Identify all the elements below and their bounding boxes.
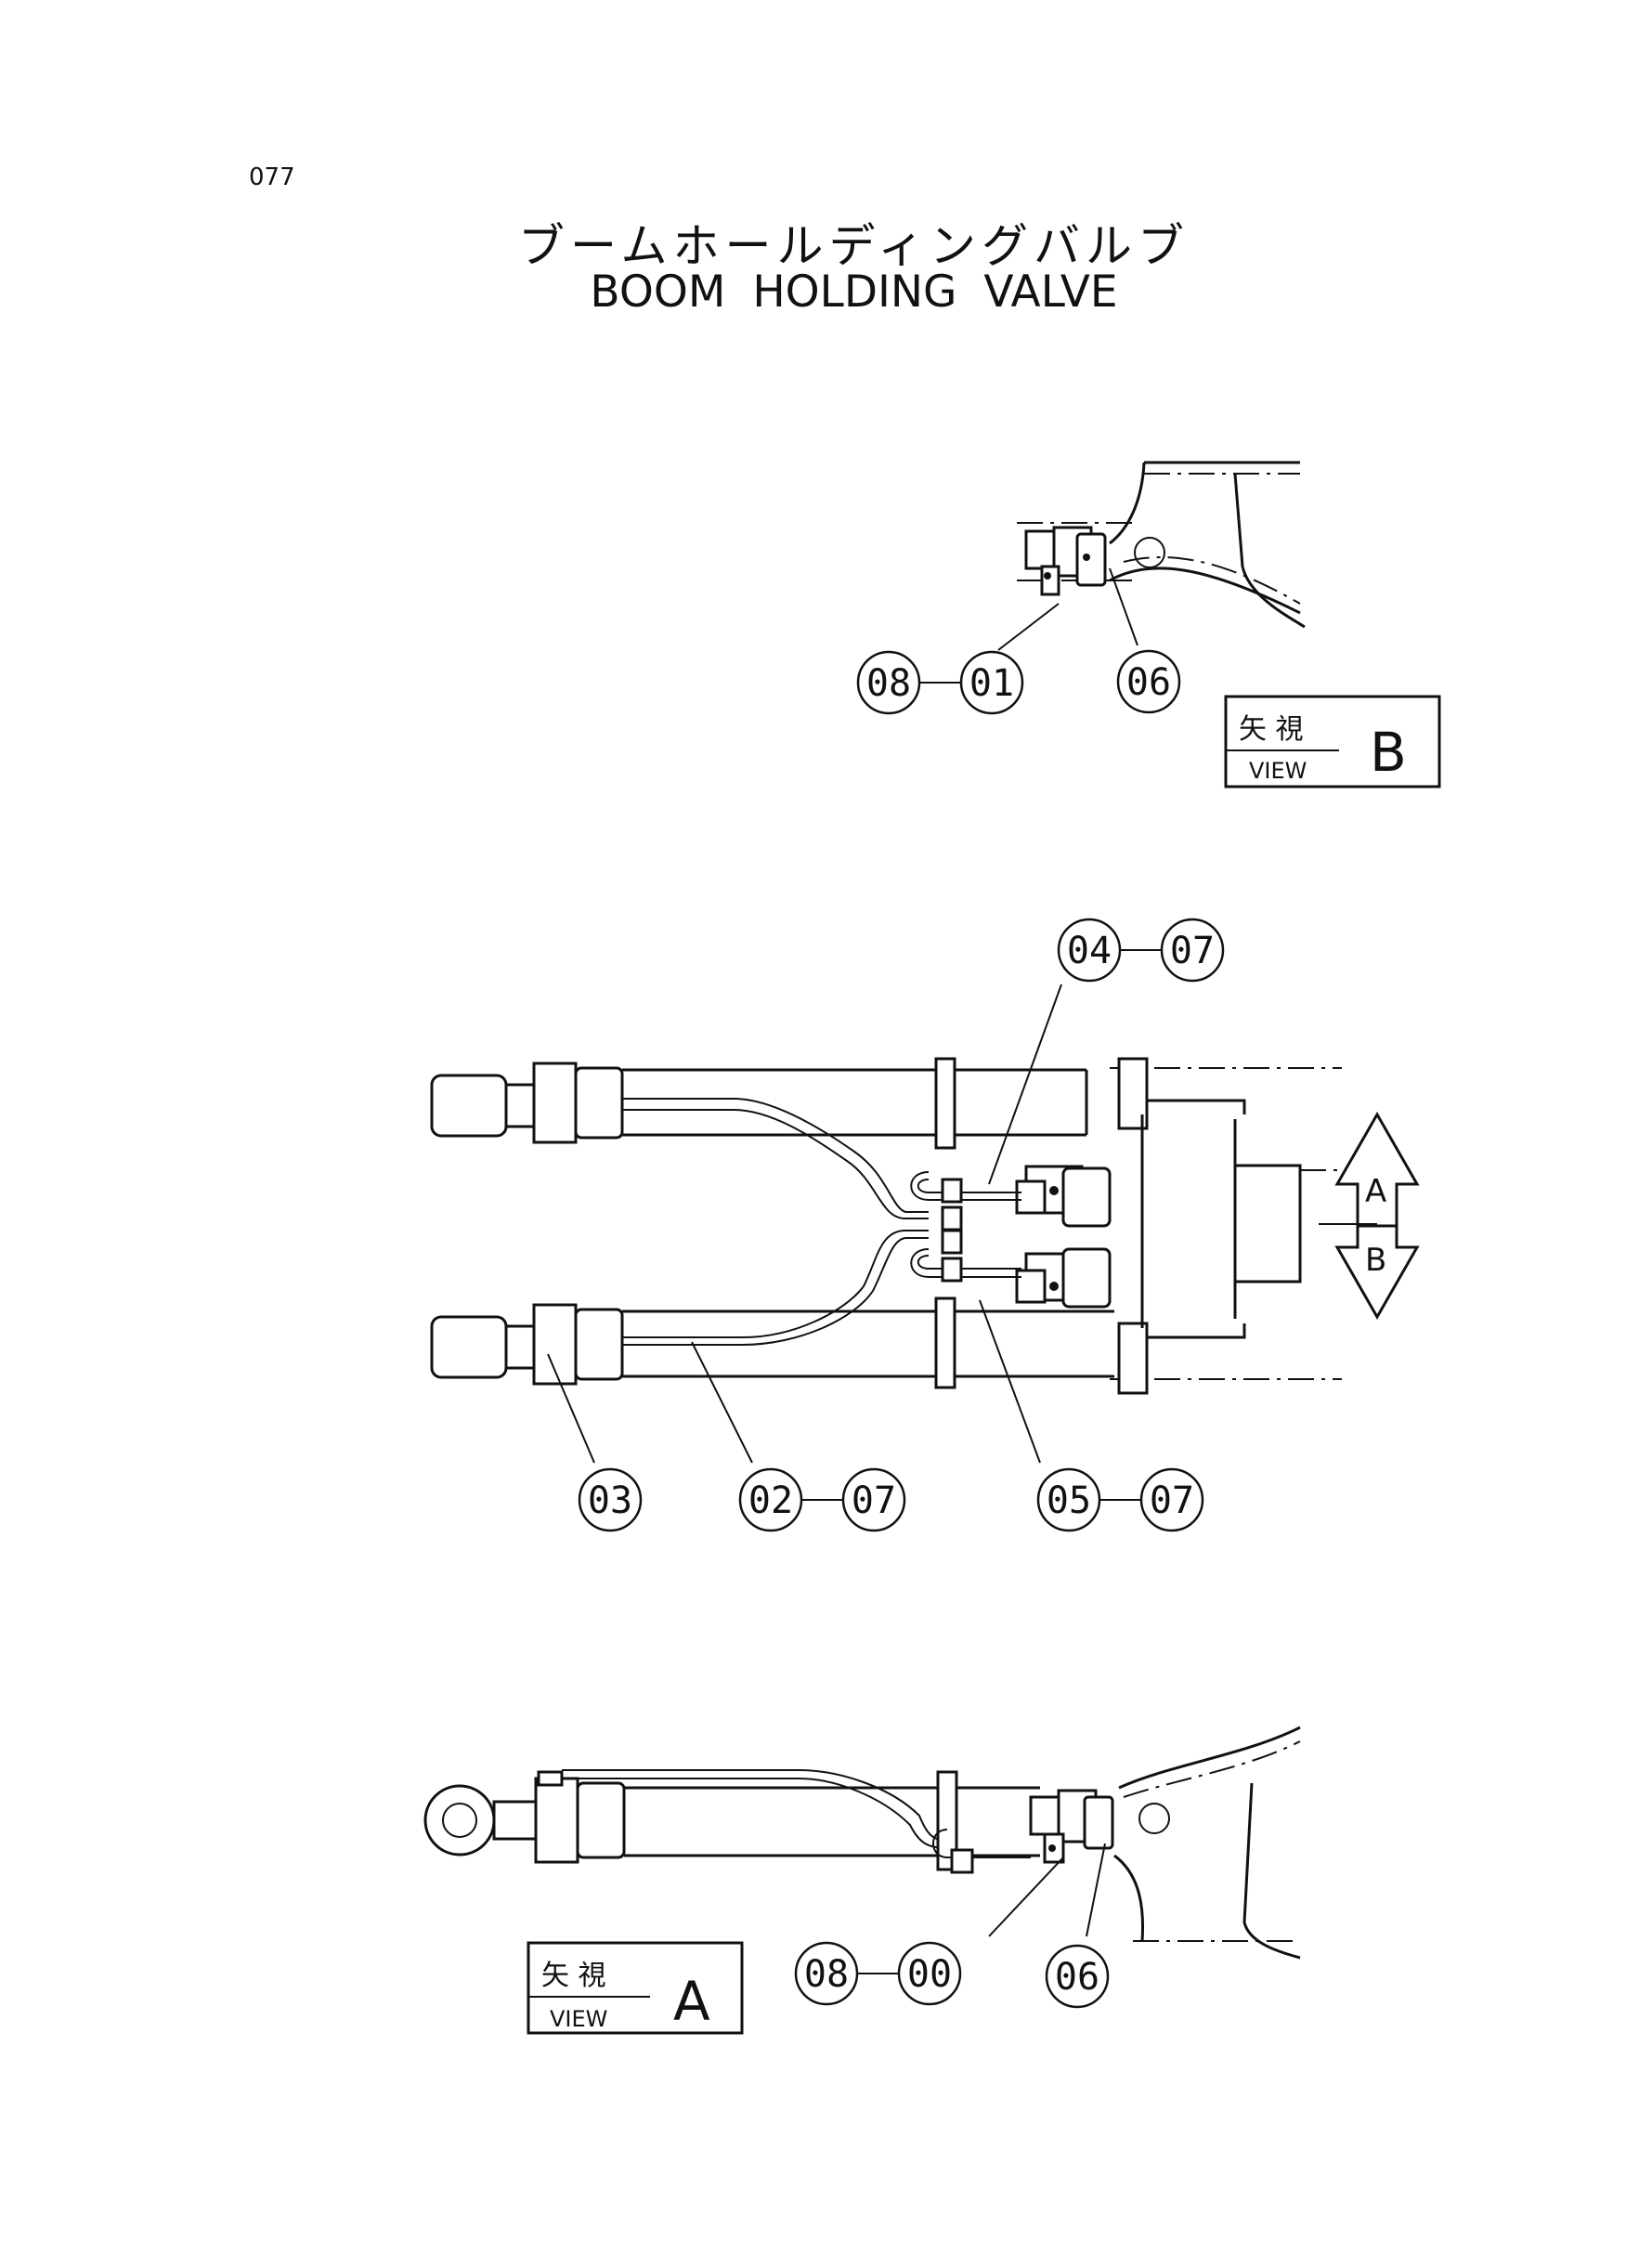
view-a-side-view	[423, 1726, 1301, 1960]
view-a-label-box: 矢 視 VIEW A	[527, 1941, 744, 2035]
svg-text:07: 07	[1150, 1479, 1194, 1522]
callout-view-a-06: 06	[1045, 1944, 1110, 2009]
callout-04: 04	[1057, 918, 1122, 983]
callout-05: 05	[1036, 1467, 1101, 1532]
svg-text:05: 05	[1047, 1479, 1091, 1522]
callout-07-top: 07	[1160, 918, 1225, 983]
svg-text:06: 06	[1055, 1956, 1099, 1999]
svg-text:00: 00	[907, 1953, 952, 1996]
view-b-detail	[997, 461, 1306, 651]
svg-text:VIEW: VIEW	[550, 2006, 607, 2032]
page-number: 077	[249, 163, 295, 191]
callout-view-a-08: 08	[794, 1941, 859, 2006]
callout-03: 03	[578, 1467, 643, 1532]
svg-text:03: 03	[588, 1479, 632, 1522]
svg-text:08: 08	[866, 662, 911, 705]
svg-text:08: 08	[804, 1953, 849, 1996]
callout-view-b-06: 06	[1116, 649, 1181, 714]
callout-07-right: 07	[1139, 1467, 1204, 1532]
svg-text:02: 02	[748, 1479, 793, 1522]
title-english: BOOM HOLDING VALVE	[590, 267, 1118, 318]
callout-02: 02	[738, 1467, 803, 1532]
svg-text:06: 06	[1126, 661, 1171, 704]
callout-07-mid: 07	[841, 1467, 906, 1532]
svg-text:矢 視: 矢 視	[541, 1960, 606, 1992]
svg-text:A: A	[1365, 1173, 1386, 1210]
main-plan-view	[430, 984, 1342, 1464]
view-b-label-box: 矢 視 VIEW B	[1224, 695, 1441, 788]
svg-text:VIEW: VIEW	[1249, 758, 1307, 784]
svg-text:B: B	[1365, 1242, 1386, 1279]
callout-view-a-00: 00	[897, 1941, 962, 2006]
svg-text:07: 07	[852, 1479, 896, 1522]
svg-text:B: B	[1370, 721, 1407, 784]
svg-text:01: 01	[969, 662, 1014, 705]
svg-text:07: 07	[1170, 930, 1215, 972]
svg-text:矢 視: 矢 視	[1239, 713, 1304, 746]
callout-view-b-08: 08	[856, 650, 921, 715]
direction-arrow-ab: A B	[1319, 1111, 1420, 1321]
callout-view-b-01: 01	[959, 650, 1024, 715]
svg-text:A: A	[673, 1970, 710, 2033]
title-japanese: ブームホールディングバルブ	[518, 219, 1190, 273]
svg-text:04: 04	[1067, 930, 1112, 972]
